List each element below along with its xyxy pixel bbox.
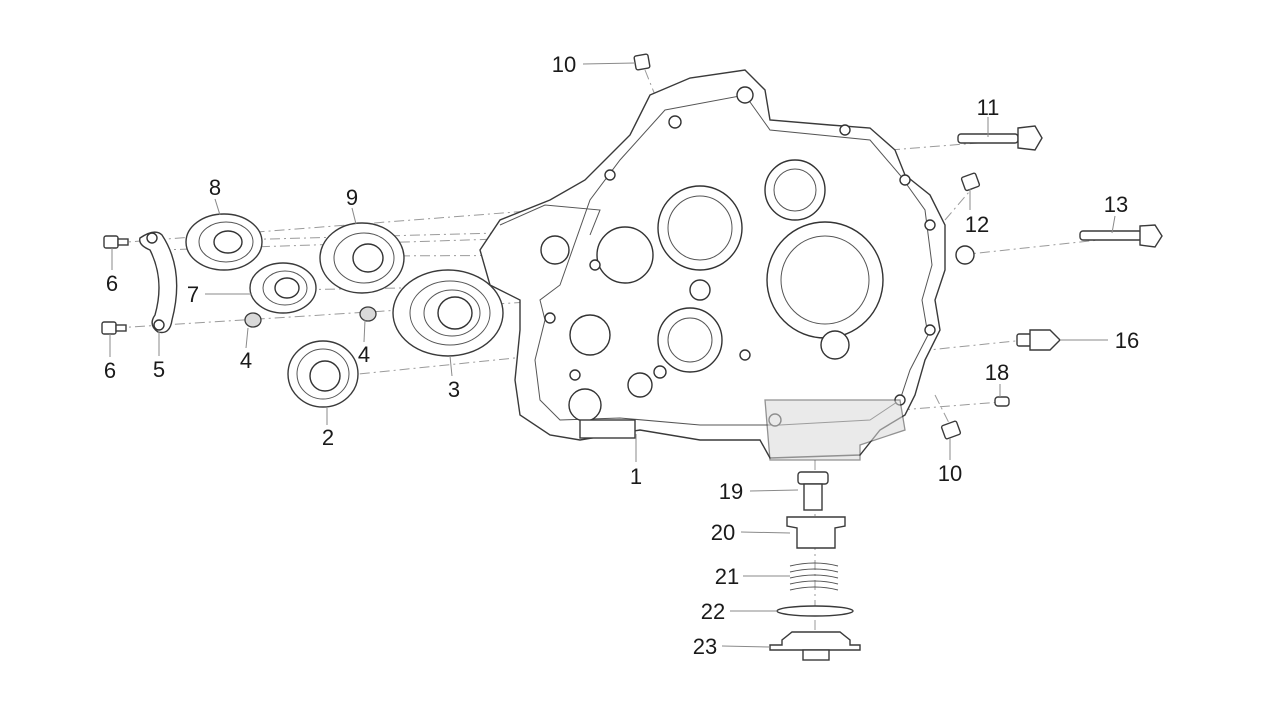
part-2-oil-seal bbox=[287, 340, 359, 408]
callout-16: 16 bbox=[1115, 328, 1139, 353]
callout-20: 20 bbox=[711, 520, 735, 545]
part-3-bearing bbox=[392, 269, 504, 357]
callout-8: 8 bbox=[209, 175, 221, 200]
part-22-washer bbox=[776, 605, 854, 617]
part-19-bolt bbox=[797, 471, 829, 511]
part-18-pin bbox=[994, 396, 1010, 407]
callout-10-bottom: 10 bbox=[938, 461, 962, 486]
callout-18: 18 bbox=[985, 360, 1009, 385]
callout-1: 1 bbox=[630, 464, 642, 489]
part-10-dowels bbox=[633, 53, 962, 440]
callout-3: 3 bbox=[448, 377, 460, 402]
callout-6-top: 6 bbox=[106, 271, 118, 296]
part-7-bearing bbox=[249, 262, 317, 314]
leader-lines bbox=[109, 62, 1116, 648]
part-8-bearing bbox=[185, 213, 263, 271]
part-12-dowel bbox=[960, 172, 981, 192]
part-5-retainer-plate bbox=[139, 231, 178, 334]
part-4-dowel-pins bbox=[244, 306, 377, 328]
callout-22: 22 bbox=[701, 599, 725, 624]
crankcase-half bbox=[479, 69, 975, 461]
callout-19: 19 bbox=[719, 479, 743, 504]
callout-6-bottom: 6 bbox=[104, 358, 116, 383]
callout-4-right: 4 bbox=[358, 342, 370, 367]
part-23-plug-cap bbox=[769, 631, 861, 661]
part-9-bearing bbox=[319, 222, 405, 294]
callout-4-left: 4 bbox=[240, 348, 252, 373]
part-13-long-bolt bbox=[1079, 224, 1163, 248]
part-20-plug bbox=[786, 516, 846, 549]
callout-labels: 1 2 3 4 4 5 6 6 7 8 9 10 10 11 12 13 16 … bbox=[104, 52, 1139, 659]
callout-11: 11 bbox=[977, 95, 1000, 120]
callout-5: 5 bbox=[153, 357, 165, 382]
callout-10-top: 10 bbox=[552, 52, 576, 77]
callout-2: 2 bbox=[322, 425, 334, 450]
callout-21: 21 bbox=[715, 564, 739, 589]
part-21-spring bbox=[789, 562, 839, 591]
callout-9: 9 bbox=[346, 185, 358, 210]
callout-7: 7 bbox=[187, 282, 199, 307]
callout-13: 13 bbox=[1104, 192, 1128, 217]
part-6-screws bbox=[101, 235, 129, 335]
part-16-fitting bbox=[1016, 329, 1061, 351]
callout-23: 23 bbox=[693, 634, 717, 659]
callout-12: 12 bbox=[965, 212, 989, 237]
part-11-long-bolt bbox=[957, 125, 1043, 151]
